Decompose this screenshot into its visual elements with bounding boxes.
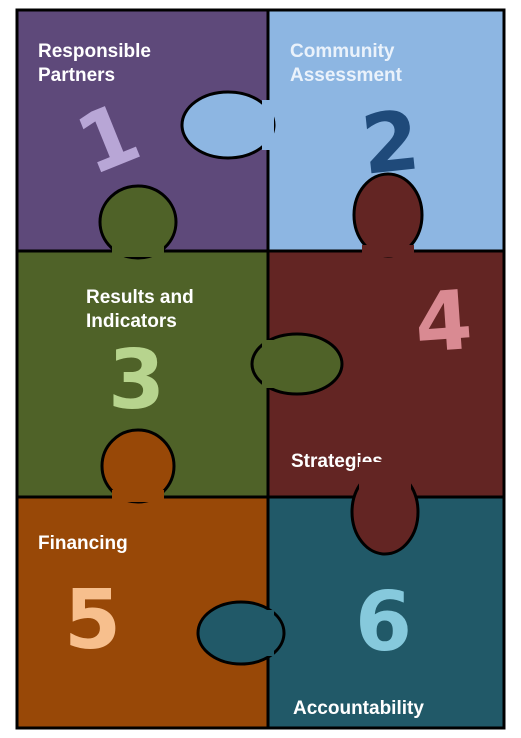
- piece-6-number: 6: [355, 575, 413, 670]
- piece-4-label: Strategies: [291, 450, 491, 474]
- piece-2-label-line-2: Assessment: [290, 65, 402, 86]
- piece-2-number: 2: [357, 93, 424, 194]
- piece-1-label: Responsible Partners: [38, 40, 238, 88]
- piece-3-knob-right: [250, 332, 344, 396]
- piece-1-label-line-1: Responsible: [38, 41, 151, 62]
- piece-3-number: 3: [108, 333, 166, 428]
- piece-6-label-line-1: Accountability: [293, 698, 424, 719]
- piece-5-label-line-1: Financing: [38, 533, 128, 554]
- piece-5-number: 5: [64, 573, 122, 668]
- piece-6-label: Accountability: [293, 697, 493, 721]
- piece-2-label-line-1: Community: [290, 41, 395, 62]
- piece-3-label-line-1: Results and: [86, 287, 194, 308]
- piece-3-label-line-2: Indicators: [86, 311, 177, 332]
- piece-1-label-line-2: Partners: [38, 65, 116, 86]
- piece-2-knob: [180, 90, 276, 160]
- piece-4-number: 4: [411, 273, 476, 372]
- piece-3-label: Results and Indicators: [86, 286, 266, 334]
- piece-2-label: Community Assessment: [290, 40, 500, 88]
- piece-5-label: Financing: [38, 532, 238, 556]
- piece-3-knob: [98, 184, 178, 260]
- piece-4-label-line-1: Strategies: [291, 451, 383, 472]
